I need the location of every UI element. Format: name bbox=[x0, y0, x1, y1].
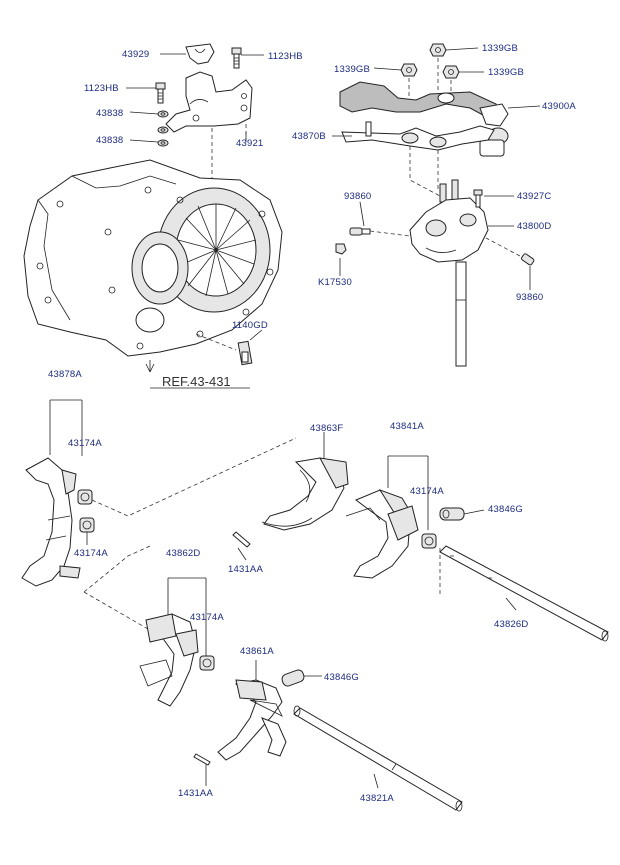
label-43921: 43921 bbox=[236, 138, 263, 149]
shift-fork-43863f-part bbox=[261, 432, 349, 531]
label-43821a: 43821A bbox=[360, 793, 394, 804]
nut-1339gb-right-part bbox=[442, 65, 460, 79]
pin-1431aa-upper-part bbox=[232, 531, 251, 548]
label-1123hb-top: 1123HB bbox=[268, 51, 303, 62]
label-43174a-2: 43174A bbox=[74, 548, 108, 559]
label-43174a-1: 43174A bbox=[68, 438, 102, 449]
shift-fork-43861a-part bbox=[217, 660, 287, 761]
label-43863f: 43863F bbox=[310, 423, 343, 434]
plug-k17530-part bbox=[335, 243, 347, 255]
shift-lever-assembly bbox=[339, 43, 509, 197]
label-93860-right: 93860 bbox=[516, 292, 543, 303]
label-93860-left: 93860 bbox=[344, 191, 371, 202]
bracket-43921-part bbox=[165, 71, 253, 133]
label-43800d: 43800D bbox=[517, 221, 551, 232]
label-43841a: 43841A bbox=[390, 421, 424, 432]
clip-43929-part bbox=[185, 43, 215, 65]
label-43861a: 43861A bbox=[240, 646, 274, 657]
washer-43838-upper-part bbox=[157, 110, 169, 118]
pin-1431aa-lower-part bbox=[193, 753, 211, 766]
label-1339gb-left: 1339GB bbox=[334, 64, 370, 75]
label-43826d: 43826D bbox=[494, 619, 528, 630]
label-1339gb-top: 1339GB bbox=[482, 43, 518, 54]
shift-fork-43862d-part bbox=[139, 577, 215, 707]
label-43878a: 43878A bbox=[48, 369, 82, 380]
shift-control-housing-part bbox=[335, 179, 535, 367]
label-43870b: 43870B bbox=[292, 131, 326, 142]
label-1123hb-left: 1123HB bbox=[84, 83, 119, 94]
label-43846g-upper: 43846G bbox=[488, 504, 523, 515]
label-43846g-lower: 43846G bbox=[324, 672, 359, 683]
label-1431aa-upper: 1431AA bbox=[228, 564, 263, 575]
transmission-case-part bbox=[23, 159, 283, 357]
label-43862d: 43862D bbox=[166, 548, 200, 559]
nut-1339gb-left-part bbox=[400, 63, 418, 77]
bolt-93860-left-part bbox=[349, 227, 411, 237]
label-43174a-3: 43174A bbox=[410, 486, 444, 497]
shift-fork-43841a-part bbox=[345, 455, 441, 596]
label-43927c: 43927C bbox=[517, 191, 551, 202]
label-k17530: K17530 bbox=[318, 277, 352, 288]
detent-43846g-upper-part bbox=[439, 507, 485, 521]
bolt-1123hb-top-part bbox=[231, 47, 242, 69]
part-labels: 43929 1123HB 1123HB 43838 43838 43921 13… bbox=[48, 43, 576, 804]
label-43838-lower: 43838 bbox=[96, 135, 123, 146]
nut-1339gb-top-part bbox=[429, 43, 447, 57]
label-43174a-4: 43174A bbox=[190, 612, 224, 623]
leader-lines bbox=[126, 47, 541, 786]
shift-fork-43878a-part bbox=[21, 399, 95, 587]
label-43929: 43929 bbox=[122, 49, 149, 60]
label-43838-upper: 43838 bbox=[96, 108, 123, 119]
bolt-1140gd-part bbox=[195, 329, 263, 366]
label-43900a: 43900A bbox=[542, 101, 576, 112]
label-1140gd: 1140GD bbox=[232, 320, 268, 331]
shift-rod-43821a-part bbox=[293, 705, 463, 812]
detent-43846g-lower-part bbox=[281, 669, 322, 687]
label-1339gb-right: 1339GB bbox=[488, 67, 524, 78]
bracket-assembly bbox=[155, 43, 253, 190]
shift-rod-43826d-part bbox=[439, 545, 609, 642]
washer-43838-mid-part bbox=[157, 139, 169, 147]
label-1431aa-lower: 1431AA bbox=[178, 788, 213, 799]
bolt-1123hb-left-part bbox=[155, 82, 166, 104]
bolt-93860-right-part bbox=[485, 237, 535, 266]
reference-label: REF.43-431 bbox=[162, 374, 231, 389]
washer-43838-lower-part bbox=[157, 126, 169, 134]
